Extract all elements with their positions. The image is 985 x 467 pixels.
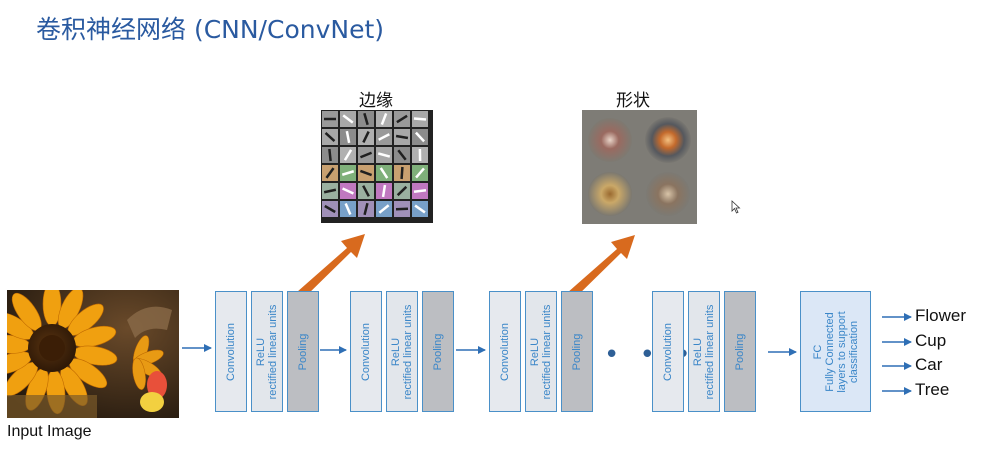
slide-title: 卷积神经网络 (CNN/ConvNet) [36, 15, 385, 44]
output-label-car: Car [915, 355, 943, 374]
mouse-cursor-icon [731, 200, 741, 214]
orange-arrow-edges [297, 234, 365, 299]
conv-block-1: Convolution [215, 291, 247, 412]
conv-label: Convolution [225, 322, 237, 381]
orange-arrow-shapes [567, 235, 635, 300]
pool-label: Pooling [297, 333, 309, 370]
output-label-cup: Cup [915, 331, 947, 350]
conv-block-4: Convolution [652, 291, 684, 412]
conv-block-2: Convolution [350, 291, 382, 412]
pool-label: Pooling [432, 333, 444, 370]
conv-label: Convolution [662, 322, 674, 381]
shape-features-image [582, 110, 697, 224]
edge-filters-image [321, 110, 433, 223]
pool-block-1: Pooling [287, 291, 319, 412]
input-image [7, 290, 179, 418]
shapes-title: 形状 [616, 91, 650, 111]
output-label-flower: Flower [915, 306, 967, 325]
conv-label: Convolution [360, 322, 372, 381]
pool-label: Pooling [734, 333, 746, 370]
fc-label: FC Fully Connected layers to support cla… [811, 310, 860, 393]
fc-block: FC Fully Connected layers to support cla… [800, 291, 871, 412]
input-image-label: Input Image [7, 423, 92, 440]
pool-block-3: Pooling [561, 291, 593, 412]
pool-block-2: Pooling [422, 291, 454, 412]
edges-title: 边缘 [359, 91, 393, 111]
pool-label: Pooling [571, 333, 583, 370]
output-label-tree: Tree [915, 380, 950, 399]
conv-block-3: Convolution [489, 291, 521, 412]
conv-label: Convolution [499, 322, 511, 381]
pool-block-4: Pooling [724, 291, 756, 412]
